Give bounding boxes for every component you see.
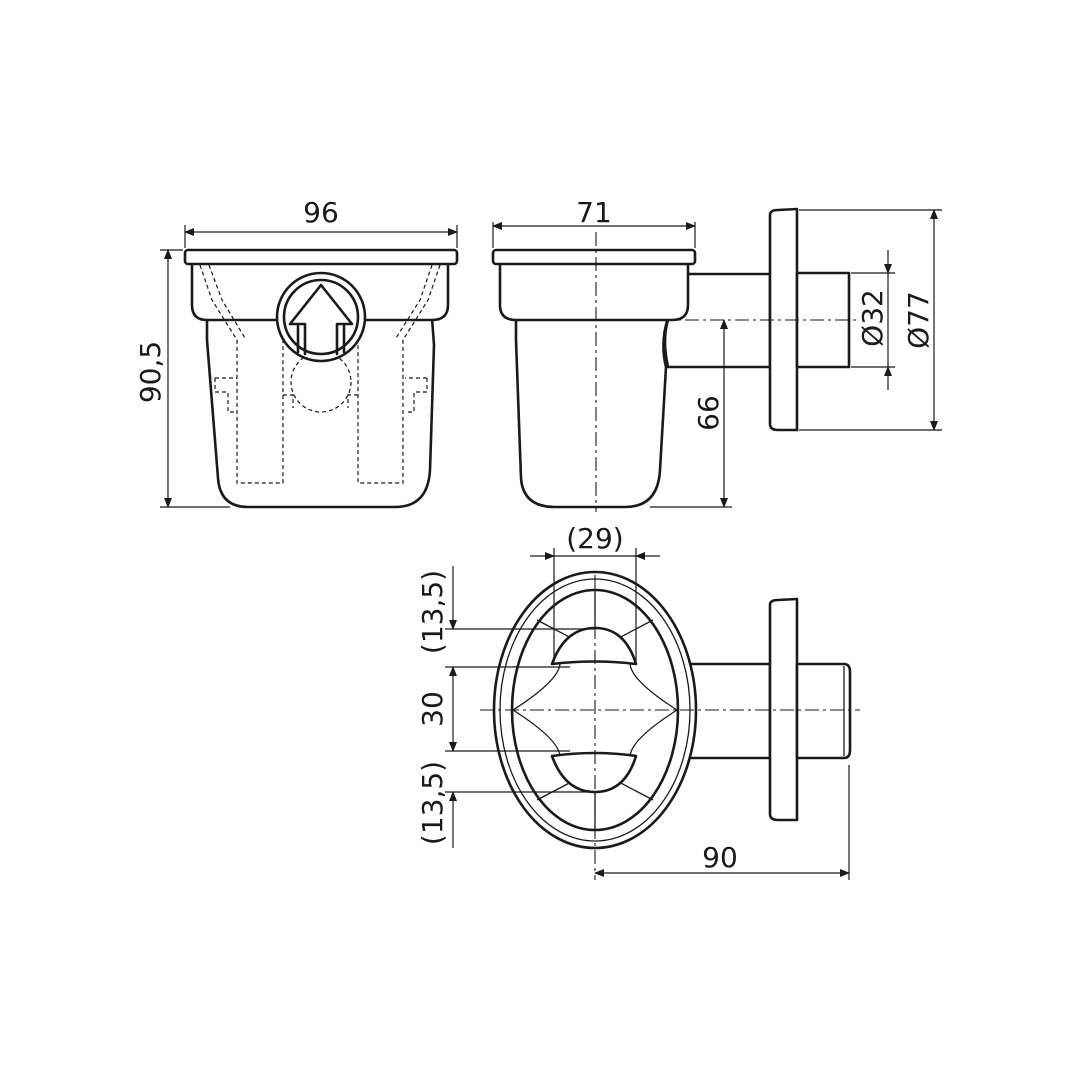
top-view-tail-pipe: [795, 662, 852, 760]
side-view-grate: [491, 248, 697, 266]
dim-length-90: 90: [702, 841, 738, 874]
side-view-flange: [768, 207, 799, 432]
side-view-dimensions: 71 66 Ø32 Ø77: [492, 196, 942, 508]
dim-offset-lower-13-5: (13,5): [416, 761, 449, 845]
dim-slot-width-29: (29): [566, 522, 623, 555]
dim-height-66: 66: [692, 395, 725, 431]
front-view-body: [205, 316, 436, 509]
side-view-rim: [498, 260, 690, 322]
dim-diameter-32: Ø32: [856, 289, 889, 347]
front-view-grate: [183, 248, 459, 266]
top-view-dimensions: (29) (13,5) 30 (13,5) 90: [416, 522, 850, 880]
dim-height-90-5: 90,5: [134, 341, 167, 403]
dim-width-71: 71: [576, 196, 612, 229]
front-view: [183, 248, 459, 509]
front-view-outlet-ring-inner: [282, 278, 360, 356]
front-view-outlet-triangle: [288, 283, 354, 356]
dim-width-96: 96: [303, 196, 339, 229]
side-view: [491, 207, 860, 512]
top-view-lower-slot: [550, 751, 638, 794]
top-view-outlet-pipe: [686, 662, 772, 760]
front-view-hidden-lines: [199, 264, 441, 484]
dim-diameter-77: Ø77: [902, 291, 935, 349]
front-view-dimensions: 96 90,5: [134, 196, 458, 508]
dim-spacing-30: 30: [416, 691, 449, 727]
dim-offset-upper-13-5: (13,5): [416, 570, 449, 654]
side-view-body: [514, 316, 670, 509]
top-view-upper-slot: [550, 626, 638, 666]
top-view: [480, 570, 860, 880]
